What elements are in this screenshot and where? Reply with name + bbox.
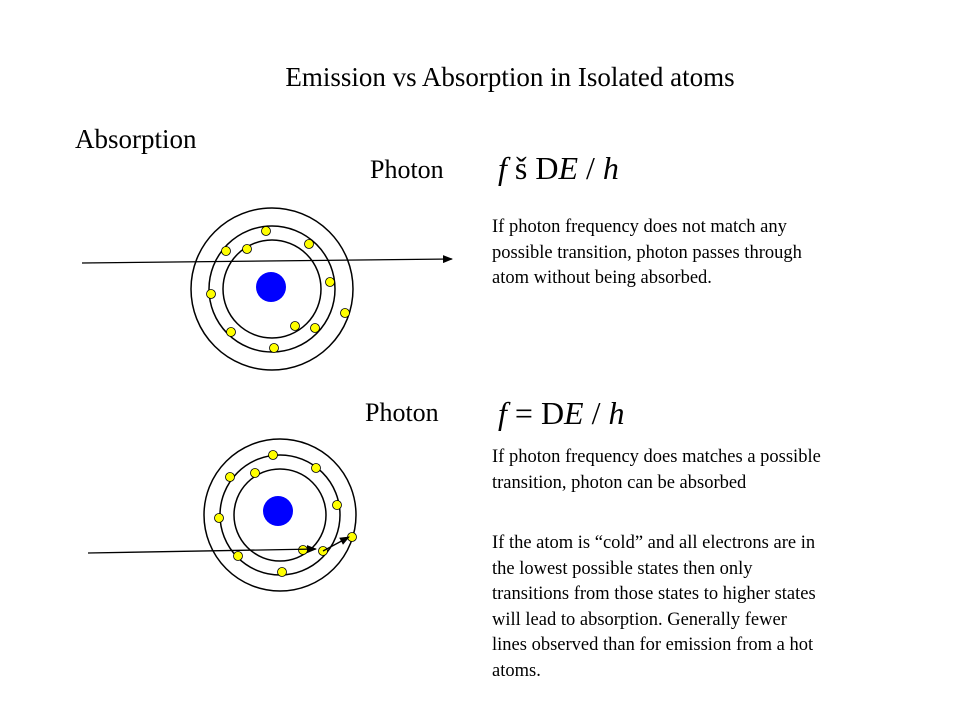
electron (311, 463, 321, 473)
electron (268, 450, 278, 460)
formula-delta: D (540, 395, 565, 431)
electron (206, 289, 216, 299)
photon-arrow-pass-through (81, 255, 453, 264)
formula-f: f (498, 150, 507, 186)
formula-delta: D (535, 150, 559, 186)
orbit-outer (203, 438, 357, 592)
electron (226, 327, 236, 337)
photon-arrow-incoming (87, 545, 317, 554)
cold-atom-text: If the atom is “cold” and all electrons … (492, 533, 816, 681)
formula-e: E (564, 395, 584, 431)
atom-top (81, 207, 453, 371)
nucleus (263, 496, 293, 526)
electron (221, 246, 231, 256)
formula-e: E (558, 150, 578, 186)
electron (225, 472, 235, 482)
orbit-inner (222, 239, 322, 339)
formula-equal: f = DE / h (498, 395, 624, 432)
electron (290, 321, 300, 331)
formula-f: f (498, 395, 507, 431)
formula-slash: / (578, 150, 603, 186)
atom-bottom (87, 438, 357, 592)
photon-label-bottom: Photon (365, 398, 439, 427)
electron (325, 277, 335, 287)
electron (310, 323, 320, 333)
electron (277, 567, 287, 577)
orbit-inner (233, 468, 327, 562)
formula-operator: š (514, 150, 528, 186)
electron (269, 343, 279, 353)
formula-slash: / (583, 395, 609, 431)
electron (250, 468, 260, 478)
section-label-absorption: Absorption (75, 124, 197, 154)
electron (332, 500, 342, 510)
absorption-text: If photon frequency does matches a possi… (492, 447, 821, 493)
electron (233, 551, 243, 561)
formula-h: h (602, 150, 619, 186)
electron (340, 308, 350, 318)
electron (242, 244, 252, 254)
orbit-outer (190, 207, 354, 371)
slide-title: Emission vs Absorption in Isolated atoms (285, 62, 735, 92)
electron-transition-arrow (322, 536, 350, 552)
formula-h: h (608, 395, 625, 431)
formula-operator: = (514, 395, 533, 431)
electron (298, 545, 308, 555)
electron (261, 226, 271, 236)
no-absorption-text: If photon frequency does not match any p… (492, 217, 802, 288)
formula-not-equal: f š DE / h (498, 150, 619, 187)
electron (214, 513, 224, 523)
electron (304, 239, 314, 249)
photon-label-top: Photon (370, 155, 444, 184)
nucleus (256, 272, 286, 302)
